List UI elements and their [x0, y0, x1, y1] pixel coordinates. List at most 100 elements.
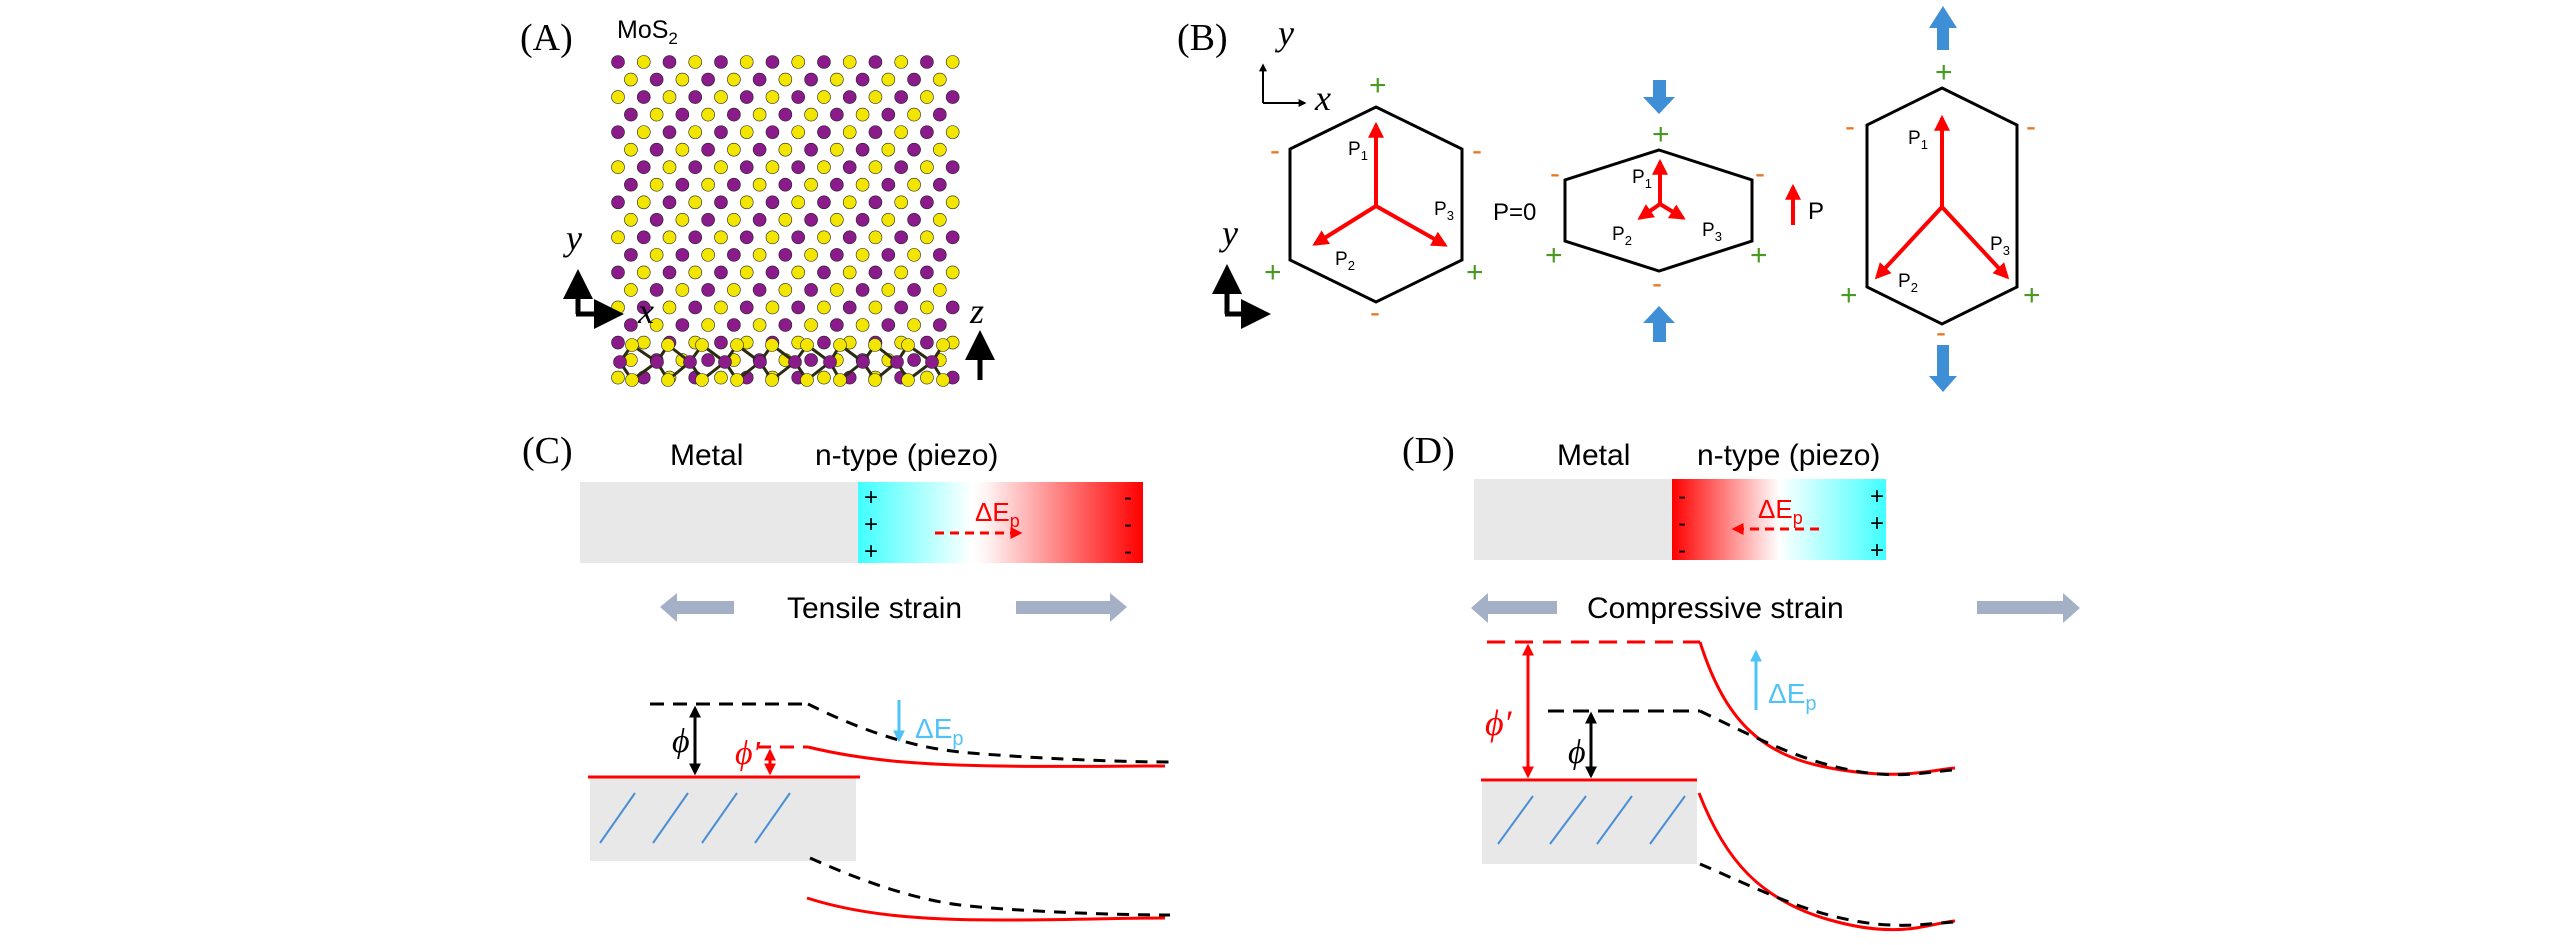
xy-axis-icon — [563, 269, 624, 329]
mo-atom — [714, 125, 728, 139]
p1-label: P1 — [1348, 139, 1368, 163]
s-atom — [804, 107, 818, 122]
strain-label: Tensile strain — [787, 592, 962, 625]
s-atom — [868, 90, 883, 104]
s-atom — [714, 90, 728, 104]
svg-text:+: + — [1870, 537, 1884, 564]
metal-block — [1474, 479, 1672, 560]
mo-atom — [817, 265, 831, 280]
svg-text:+: + — [1870, 510, 1884, 537]
panel-c-label: (C) — [522, 430, 573, 472]
small-xy-axis-icon — [1259, 63, 1307, 107]
s-atom — [765, 230, 780, 245]
s-atom — [830, 212, 844, 227]
s-atom — [752, 107, 767, 122]
s-atom — [727, 212, 741, 227]
band-shift-label: ΔEp — [915, 713, 964, 750]
mo-atom — [613, 355, 627, 369]
field-label: ΔEp — [1758, 494, 1803, 528]
mo-atom — [778, 318, 793, 332]
p3-label: P3 — [1990, 234, 2010, 258]
mo-atom — [907, 353, 921, 367]
b-axis2-y-label: y — [1219, 213, 1238, 253]
mo-atom — [714, 265, 728, 280]
plus-charge: + — [1840, 279, 1858, 312]
s-atom — [765, 338, 779, 352]
mo-atom — [945, 230, 960, 245]
mo-atom — [855, 283, 870, 297]
s-atom — [945, 125, 960, 139]
panel-b-label: (B) — [1177, 17, 1228, 59]
svg-text:+: + — [864, 511, 878, 538]
s-atom — [920, 160, 934, 174]
s-atom — [907, 107, 921, 122]
s-atom — [727, 72, 741, 87]
band-diagram-d: ϕ′ ϕ ΔEp — [1481, 640, 1956, 932]
mo-atom — [636, 160, 651, 174]
mo-atom — [765, 265, 780, 280]
mo-atom — [727, 318, 741, 332]
mo-atom — [945, 90, 960, 104]
s-atom — [868, 160, 883, 174]
mo-atom — [791, 90, 806, 104]
p2-vector — [1874, 205, 1944, 280]
s-atom — [842, 195, 857, 210]
piezo-block — [1672, 479, 1886, 560]
original-conduction-band — [807, 702, 1171, 764]
s-atom — [868, 373, 882, 387]
s-atom — [765, 90, 780, 104]
strain-arrow-right-icon — [1977, 593, 2080, 623]
s-atom — [739, 125, 754, 139]
s-atom — [714, 370, 728, 385]
plus-charge: + — [1652, 118, 1670, 151]
s-atom — [778, 212, 793, 227]
s-atom — [855, 177, 870, 192]
s-atom — [868, 338, 882, 352]
s-atom — [855, 318, 870, 332]
band-diagram-c: ϕ ϕ′ ΔEp — [588, 700, 1171, 922]
mo-atom — [765, 55, 780, 69]
mo-atom — [624, 248, 638, 262]
s-atom — [714, 160, 728, 174]
p1-label: P1 — [1908, 128, 1928, 152]
s-atom — [625, 338, 639, 352]
svg-text:-: - — [1678, 537, 1686, 564]
s-atom — [920, 370, 934, 385]
field-label: ΔEp — [975, 497, 1020, 531]
s-atom — [636, 335, 651, 350]
original-valence-band — [809, 856, 1171, 917]
s-atom — [662, 160, 677, 174]
strain-arrow-left-icon — [660, 593, 734, 622]
mo-atom — [727, 248, 741, 262]
mo-atom — [624, 107, 638, 122]
modified-conduction-band — [1698, 641, 1956, 776]
s-atom — [636, 195, 651, 210]
s-atom — [662, 90, 677, 104]
s-atom — [701, 177, 715, 192]
s-atom — [701, 107, 715, 122]
mo-atom — [688, 230, 703, 245]
mo-atom — [920, 125, 934, 139]
s-atom — [636, 125, 651, 139]
mo-atom — [718, 355, 732, 369]
mo-atom — [881, 248, 896, 262]
mo-atom — [752, 142, 767, 157]
b-axis-x-label: x — [1314, 78, 1331, 118]
mo-atom — [739, 300, 754, 315]
mo-atom — [765, 195, 780, 210]
mo-atom — [804, 212, 818, 227]
mo-atom — [701, 72, 715, 87]
mo-atom — [739, 160, 754, 174]
mo-atom — [894, 160, 908, 174]
mo-atom — [636, 300, 651, 315]
mo-atom — [624, 318, 638, 332]
s-atom — [800, 338, 814, 352]
mo-atom — [907, 283, 921, 297]
mo-atom — [752, 212, 767, 227]
s-atom — [933, 212, 947, 227]
s-atom — [739, 265, 754, 280]
mo-atom — [662, 265, 677, 280]
s-atom — [727, 283, 741, 297]
mo-atom — [855, 212, 870, 227]
mo-atom — [752, 283, 767, 297]
